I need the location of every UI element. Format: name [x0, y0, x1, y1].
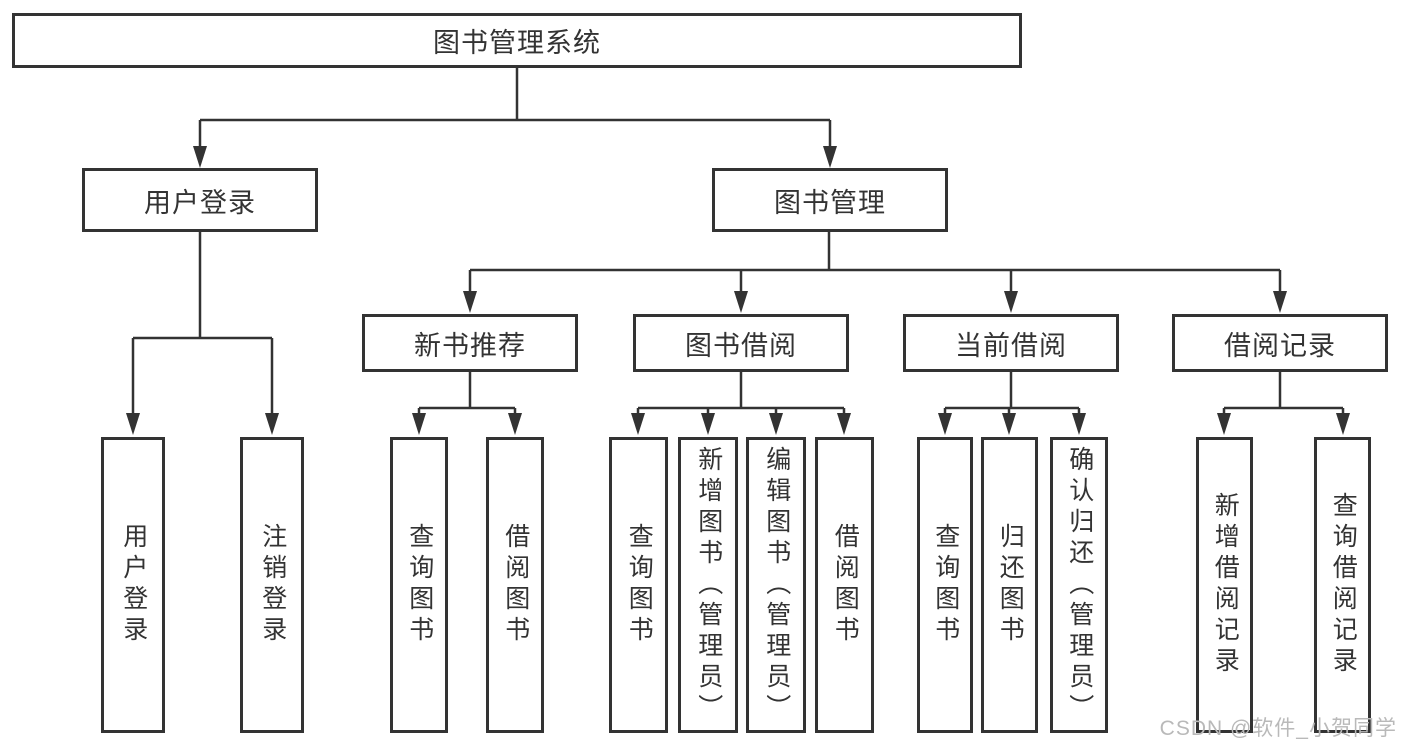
leaf-cb-query-book: 查询图书: [917, 437, 973, 733]
leaf-cb-confirm-return-label: 确认归还（管理员）: [1065, 445, 1094, 725]
leaf-user-login-label: 用户登录: [119, 523, 148, 647]
leaf-bb-edit-book-label: 编辑图书（管理员）: [762, 445, 791, 725]
leaf-br-query-record-label: 查询借阅记录: [1329, 492, 1358, 678]
node-book-management-label: 图书管理: [774, 187, 886, 218]
leaf-bb-add-book-label: 新增图书（管理员）: [694, 445, 723, 725]
node-borrow-record-label: 借阅记录: [1224, 330, 1336, 361]
leaf-logout: 注销登录: [240, 437, 304, 733]
node-current-borrow: 当前借阅: [903, 314, 1119, 372]
leaf-cb-confirm-return: 确认归还（管理员）: [1050, 437, 1108, 733]
leaf-nbr-borrow-book: 借阅图书: [486, 437, 544, 733]
node-book-management: 图书管理: [712, 168, 948, 232]
leaf-nbr-borrow-book-label: 借阅图书: [501, 523, 530, 647]
leaf-br-add-record-label: 新增借阅记录: [1211, 492, 1240, 678]
leaf-bb-query-book: 查询图书: [609, 437, 668, 733]
node-new-book-recommend: 新书推荐: [362, 314, 578, 372]
node-book-borrow-label: 图书借阅: [685, 330, 797, 361]
leaf-cb-query-book-label: 查询图书: [931, 523, 960, 647]
leaf-logout-label: 注销登录: [258, 523, 287, 647]
node-user-login: 用户登录: [82, 168, 318, 232]
node-borrow-record: 借阅记录: [1172, 314, 1388, 372]
leaf-cb-return-book: 归还图书: [981, 437, 1038, 733]
leaf-bb-add-book: 新增图书（管理员）: [678, 437, 738, 733]
node-new-book-recommend-label: 新书推荐: [414, 330, 526, 361]
leaf-bb-edit-book: 编辑图书（管理员）: [746, 437, 806, 733]
leaf-user-login: 用户登录: [101, 437, 165, 733]
leaf-br-query-record: 查询借阅记录: [1314, 437, 1371, 733]
node-current-borrow-label: 当前借阅: [955, 330, 1067, 361]
leaf-nbr-query-book-label: 查询图书: [405, 523, 434, 647]
node-root-label: 图书管理系统: [433, 28, 601, 58]
leaf-bb-borrow-book-label: 借阅图书: [831, 523, 860, 647]
csdn-watermark: CSDN @软件_小贺同学: [1159, 717, 1397, 740]
node-user-login-label: 用户登录: [144, 187, 256, 218]
arrowhead-group: [126, 146, 1350, 435]
leaf-cb-return-book-label: 归还图书: [996, 523, 1025, 647]
leaf-bb-borrow-book: 借阅图书: [815, 437, 874, 733]
leaf-bb-query-book-label: 查询图书: [625, 523, 654, 647]
leaf-nbr-query-book: 查询图书: [390, 437, 448, 733]
leaf-br-add-record: 新增借阅记录: [1196, 437, 1253, 733]
node-root-system: 图书管理系统: [12, 13, 1022, 68]
node-book-borrow: 图书借阅: [633, 314, 849, 372]
